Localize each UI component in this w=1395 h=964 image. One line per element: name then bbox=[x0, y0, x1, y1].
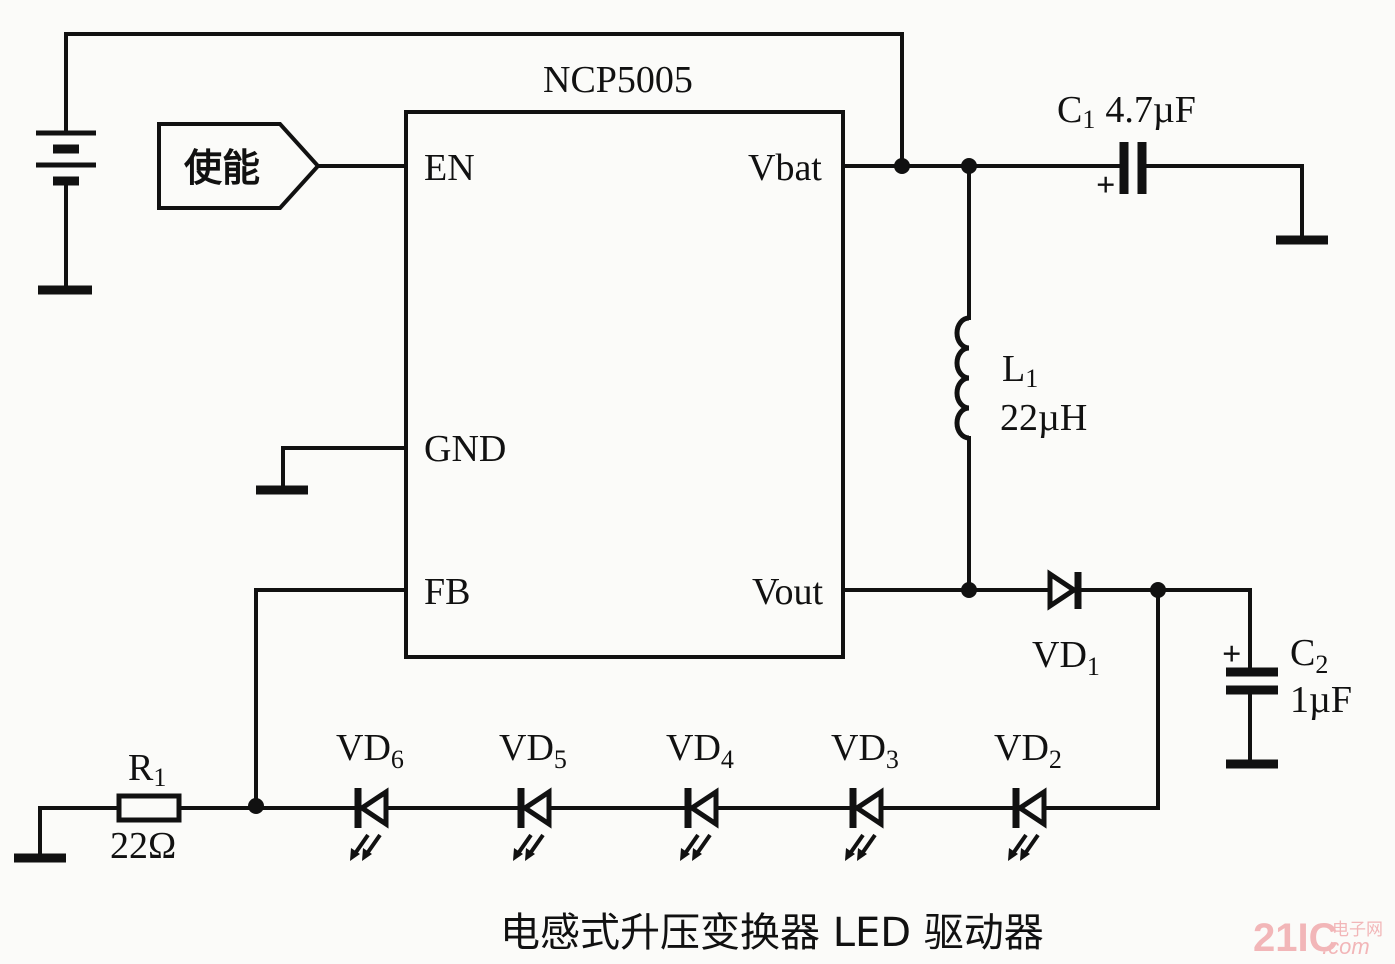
light-emission-arrows-icon bbox=[680, 833, 712, 861]
l1-value: 22µH bbox=[1000, 397, 1087, 439]
led-vd5: VD5 bbox=[499, 727, 567, 861]
diagram-caption: 电感式升压变换器 LED 驱动器 bbox=[500, 910, 1044, 956]
watermark-sub: 电子网 bbox=[1332, 920, 1383, 940]
watermark-domain: .com bbox=[1322, 934, 1370, 959]
ic-ncp5005: NCP5005 EN Vbat GND FB Vout bbox=[404, 59, 845, 659]
battery-symbol bbox=[36, 32, 904, 292]
capacitor-c2: + C2 1µF bbox=[1222, 632, 1352, 769]
led-ref: VD bbox=[994, 727, 1049, 769]
led-sub: 5 bbox=[554, 745, 567, 774]
capacitor-c1: + C1 4.7µF bbox=[1057, 89, 1328, 245]
c1-value: 4.7µF bbox=[1105, 89, 1196, 131]
light-emission-arrows-icon bbox=[1008, 833, 1040, 861]
led-vd4: VD4 bbox=[666, 727, 734, 861]
pin-vout-label: Vout bbox=[752, 571, 824, 613]
fb-net bbox=[178, 588, 1042, 814]
watermark-logo: 21IC 电子网 .com bbox=[1253, 916, 1383, 960]
l1-label: L1 bbox=[1002, 348, 1038, 393]
c1-ref: C bbox=[1057, 89, 1082, 131]
ground-symbol-ic bbox=[256, 446, 408, 495]
light-emission-arrows-icon bbox=[350, 833, 382, 861]
led-ref: VD bbox=[831, 727, 886, 769]
pin-fb-label: FB bbox=[424, 571, 470, 613]
light-emission-arrows-icon bbox=[845, 833, 877, 861]
c1-polarity: + bbox=[1096, 167, 1115, 204]
led-anode-triangle bbox=[852, 787, 884, 829]
r1-sub: 1 bbox=[153, 763, 166, 792]
vout-net bbox=[841, 582, 1048, 598]
c2-value: 1µF bbox=[1290, 679, 1352, 721]
led-sub: 6 bbox=[391, 745, 404, 774]
pin-en-label: EN bbox=[424, 147, 475, 189]
led-label: VD4 bbox=[666, 727, 734, 774]
led-sub: 2 bbox=[1049, 745, 1062, 774]
led-label: VD5 bbox=[499, 727, 567, 774]
led-anode-triangle bbox=[1015, 787, 1047, 829]
enable-input-connector: 使能 bbox=[157, 122, 408, 210]
vd1-label: VD1 bbox=[1032, 634, 1100, 681]
vd1-ref: VD bbox=[1032, 634, 1087, 676]
c2-label: C2 bbox=[1290, 632, 1328, 679]
pin-gnd-label: GND bbox=[424, 428, 506, 470]
r1-label: R1 bbox=[128, 747, 166, 792]
vd1-sub: 1 bbox=[1087, 652, 1100, 681]
led-sub: 4 bbox=[721, 745, 734, 774]
c1-sub: 1 bbox=[1082, 105, 1095, 134]
led-ref: VD bbox=[336, 727, 391, 769]
l1-ref: L bbox=[1002, 348, 1025, 390]
pin-vbat-label: Vbat bbox=[748, 147, 822, 189]
c1-label: C1 4.7µF bbox=[1057, 89, 1196, 134]
led-label: VD2 bbox=[994, 727, 1062, 774]
watermark-brand: 21IC bbox=[1253, 916, 1338, 960]
c2-sub: 2 bbox=[1315, 650, 1328, 679]
c2-ref: C bbox=[1290, 632, 1315, 674]
output-net bbox=[1038, 582, 1252, 810]
led-sub: 3 bbox=[886, 745, 899, 774]
led-label: VD3 bbox=[831, 727, 899, 774]
led-ref: VD bbox=[666, 727, 721, 769]
resistor-r1: R1 22Ω bbox=[14, 747, 182, 867]
diode-vd1: VD1 bbox=[1032, 569, 1100, 681]
l1-sub: 1 bbox=[1025, 364, 1038, 393]
led-anode-triangle bbox=[357, 787, 389, 829]
led-anode-triangle bbox=[520, 787, 552, 829]
ic-name: NCP5005 bbox=[543, 59, 693, 101]
junction-dot bbox=[894, 158, 910, 174]
junction-dot bbox=[961, 582, 977, 598]
r1-ref: R bbox=[128, 747, 154, 789]
led-ref: VD bbox=[499, 727, 554, 769]
enable-input-label: 使能 bbox=[184, 146, 260, 190]
r1-value: 22Ω bbox=[110, 825, 176, 867]
light-emission-arrows-icon bbox=[513, 833, 545, 861]
led-label: VD6 bbox=[336, 727, 404, 774]
vbat-net bbox=[841, 158, 1120, 174]
inductor-l1: L1 22µH bbox=[954, 164, 1087, 592]
led-vd2: VD2 bbox=[994, 727, 1062, 861]
led-vd6: VD6 bbox=[336, 727, 404, 861]
led-anode-triangle bbox=[687, 787, 719, 829]
c2-polarity: + bbox=[1222, 636, 1241, 673]
led-vd3: VD3 bbox=[831, 727, 899, 861]
